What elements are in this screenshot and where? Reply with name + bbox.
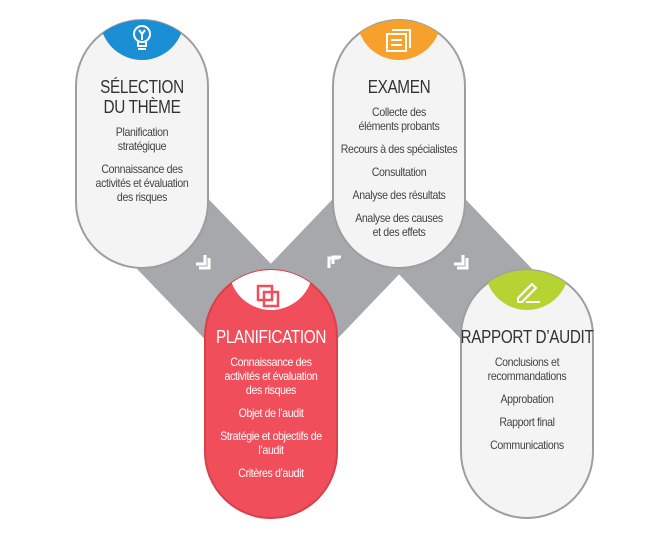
chevron-corner-icon bbox=[196, 255, 211, 270]
step-rapport: RAPPORT D’AUDIT Conclusions et recommand… bbox=[457, 327, 597, 461]
documents-icon bbox=[386, 29, 411, 52]
step-item: Analyse des résultats bbox=[352, 188, 446, 202]
step-item: Analyse des causes et des effets bbox=[355, 211, 443, 239]
step-item: Collecte des éléments probants bbox=[358, 105, 440, 133]
cap-white bbox=[229, 270, 313, 310]
step-item: Objet de l’audit bbox=[238, 406, 304, 420]
cap-blue bbox=[100, 20, 184, 60]
cap-orange bbox=[357, 20, 441, 60]
lightbulb-icon bbox=[133, 25, 151, 50]
step-item: Planification stratégique bbox=[115, 125, 169, 153]
step-title: RAPPORT D’AUDIT bbox=[460, 327, 594, 347]
step-item: Stratégie et objectifs de l’audit bbox=[220, 429, 322, 457]
cap-green bbox=[485, 270, 569, 310]
step-title: PLANIFICATION bbox=[215, 327, 327, 347]
layers-icon bbox=[256, 284, 280, 308]
pencil-icon bbox=[517, 282, 540, 303]
step-examen: EXAMEN Collecte des éléments probants Re… bbox=[329, 77, 469, 248]
step-item: Recours à des spécialistes bbox=[340, 142, 458, 156]
step-item: Connaissance des activités et évaluation… bbox=[224, 355, 318, 397]
step-item: Communications bbox=[490, 438, 564, 452]
chevron-corner-icon bbox=[327, 255, 341, 268]
step-item: Approbation bbox=[500, 392, 554, 406]
chevron-corner-icons bbox=[196, 255, 469, 270]
step-item: Rapport final bbox=[499, 415, 555, 429]
step-item: Conclusions et recommandations bbox=[487, 355, 567, 383]
chevron-corner-icon bbox=[454, 255, 469, 270]
step-item: Critères d’audit bbox=[238, 466, 304, 480]
step-planification: PLANIFICATION Connaissance des activités… bbox=[201, 327, 341, 489]
step-title: EXAMEN bbox=[367, 77, 431, 97]
step-item: Consultation bbox=[371, 165, 427, 179]
step-item: Connaissance des activités et évaluation… bbox=[95, 162, 189, 204]
